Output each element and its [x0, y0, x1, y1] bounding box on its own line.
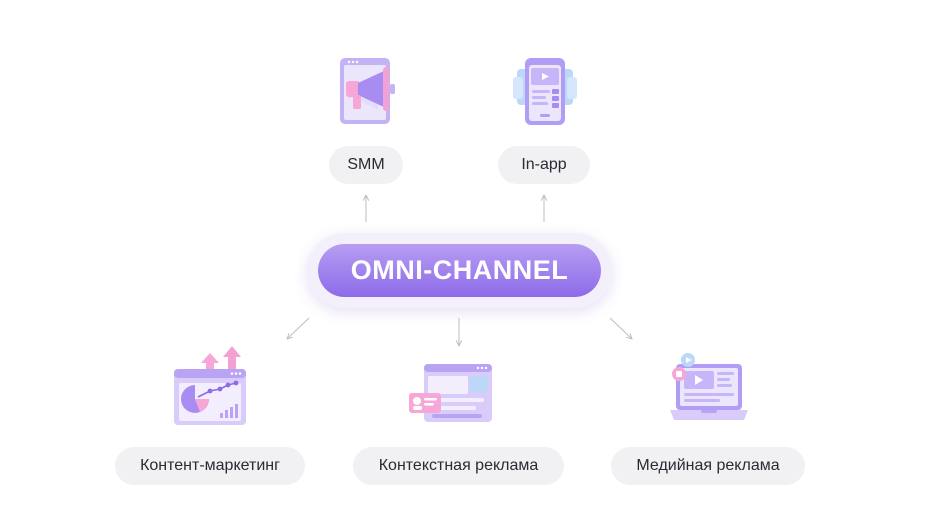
channel-pill-media-ads: Медийная реклама: [611, 447, 805, 485]
channel-label-media-ads: Медийная реклама: [636, 457, 780, 474]
channel-label-contextual-ads: Контекстная реклама: [378, 457, 539, 474]
channel-pill-contextual-ads: Контекстная реклама: [353, 447, 564, 485]
contact-card-window-icon: [409, 364, 492, 422]
channel-pill-smm: SMM: [329, 146, 403, 184]
channel-label-smm: SMM: [347, 156, 385, 173]
arrow-to-content: [287, 317, 310, 339]
growth-chart-icon: [174, 346, 246, 425]
phone-video-icon: [513, 58, 577, 125]
channel-pill-content-marketing: Контент-маркетинг: [115, 447, 305, 485]
hub-pill: OMNI-CHANNEL: [318, 244, 601, 297]
laptop-video-icon: [670, 353, 748, 420]
hub-label: OMNI-CHANNEL: [350, 255, 569, 285]
megaphone-tablet-icon: [340, 58, 395, 124]
channel-label-content-marketing: Контент-маркетинг: [140, 457, 280, 474]
channel-label-inapp: In-app: [521, 156, 567, 173]
channel-pill-inapp: In-app: [498, 146, 590, 184]
arrow-to-media: [609, 317, 632, 339]
